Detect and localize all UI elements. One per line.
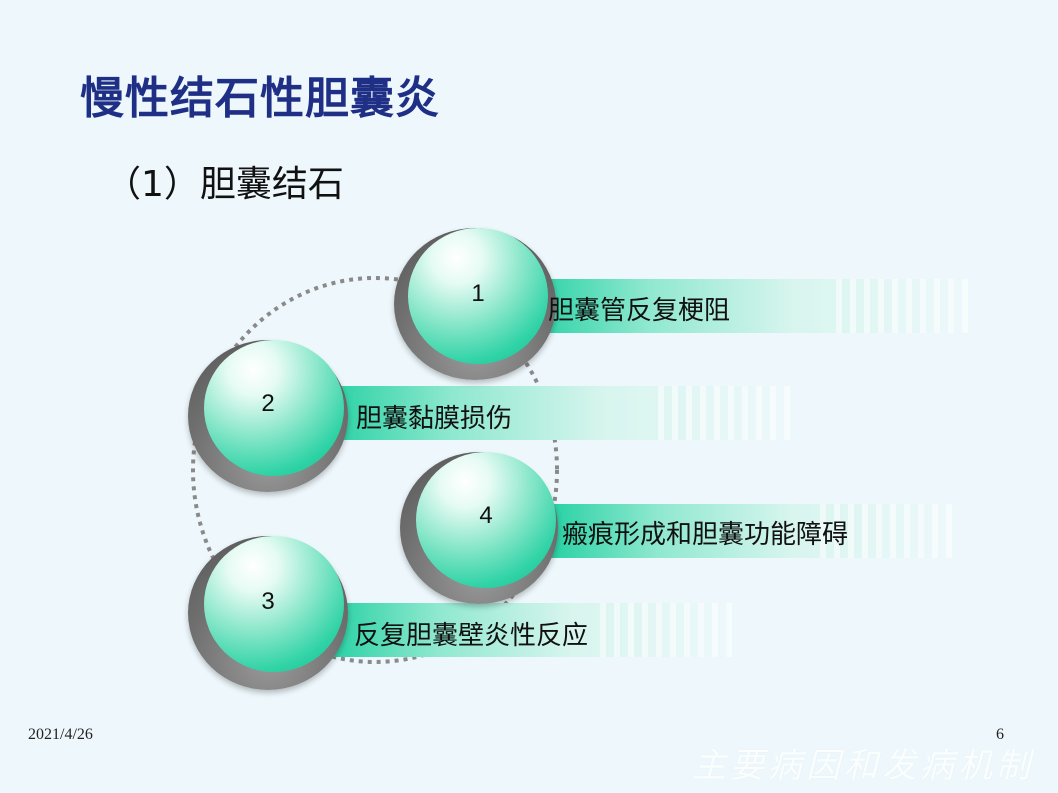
item-circle-2: 2 [188, 340, 348, 492]
item-number-3: 3 [261, 588, 275, 615]
item-circle-1: 1 [394, 228, 556, 380]
item-circle-3-face [204, 536, 344, 672]
item-number-4: 4 [479, 502, 493, 529]
footer-watermark: 主要病因和发病机制 [692, 746, 1034, 786]
footer-page-number: 6 [996, 726, 1004, 743]
item-band-2 [318, 386, 798, 440]
item-label-1: 胆囊管反复梗阻 [548, 296, 731, 326]
item-band-4 [540, 504, 960, 558]
item-label-2: 胆囊黏膜损伤 [356, 404, 513, 434]
item-circle-3: 3 [188, 536, 348, 690]
item-circle-4-face [416, 452, 556, 588]
item-label-3: 反复胆囊壁炎性反应 [354, 621, 589, 651]
item-band-3 [320, 603, 740, 657]
item-number-1: 1 [471, 280, 485, 307]
item-band-1 [520, 279, 976, 333]
slide-title: 慢性结石性胆囊炎 [80, 73, 440, 124]
item-label-4: 瘢痕形成和胆囊功能障碍 [562, 520, 849, 550]
item-circle-2-face [204, 340, 344, 476]
slide-subtitle: （1）胆囊结石 [105, 164, 344, 205]
item-circle-1-face [408, 228, 548, 364]
item-circle-4: 4 [400, 452, 558, 604]
footer-date: 2021/4/26 [28, 726, 93, 743]
item-number-2: 2 [261, 390, 275, 417]
